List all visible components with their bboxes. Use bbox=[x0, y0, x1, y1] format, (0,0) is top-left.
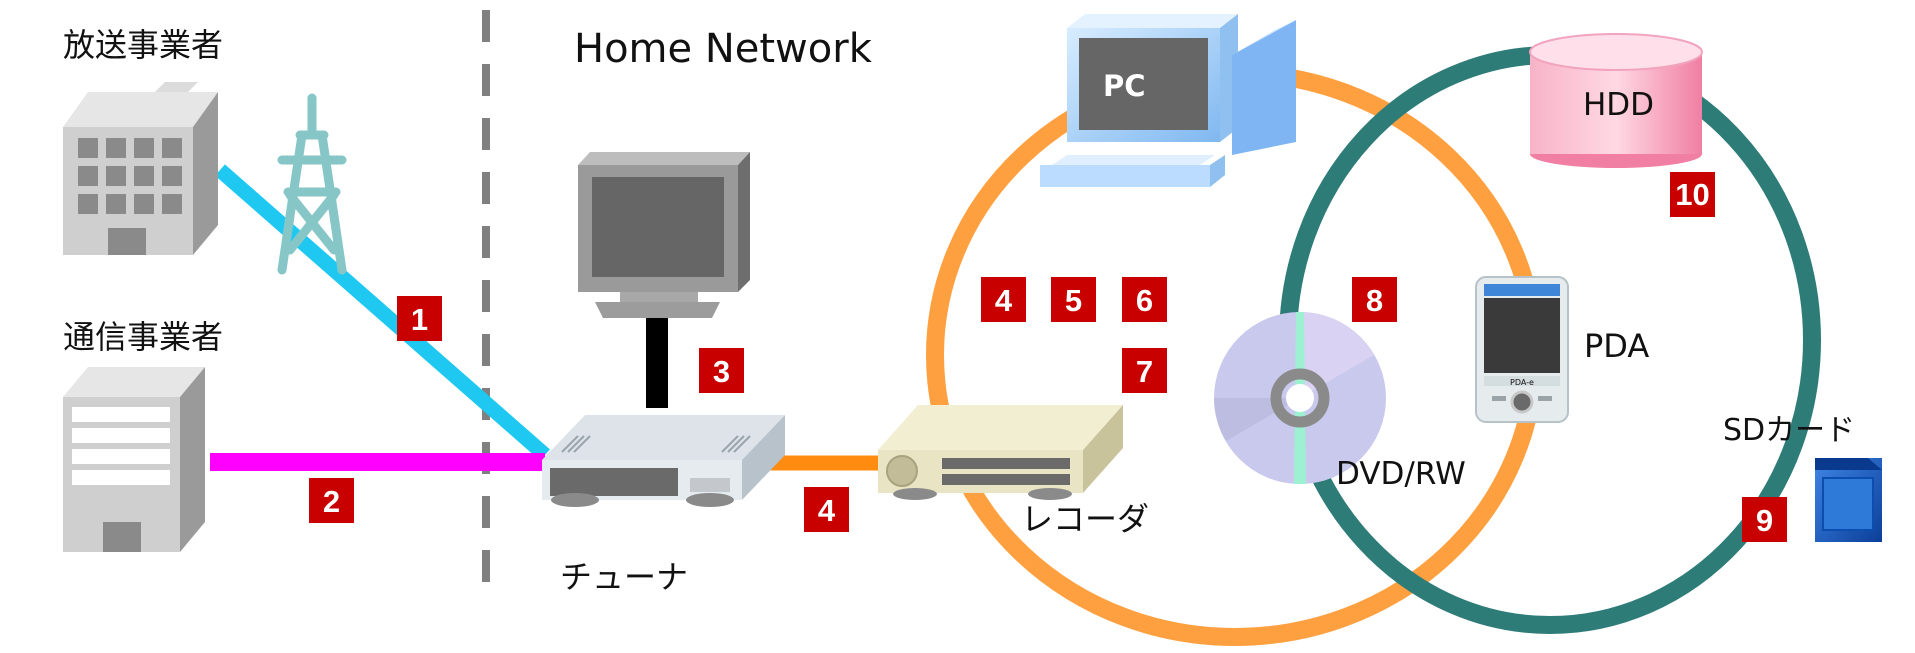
sd-card-label: SDカード bbox=[1723, 413, 1855, 448]
marker-4-ring: 4 bbox=[981, 277, 1026, 322]
telecom-building-icon bbox=[63, 367, 205, 552]
sd-card-icon bbox=[1815, 458, 1882, 542]
svg-text:5: 5 bbox=[1065, 283, 1082, 318]
tuner-icon bbox=[542, 415, 785, 507]
svg-text:3: 3 bbox=[713, 354, 730, 389]
marker-8: 8 bbox=[1352, 277, 1397, 322]
svg-text:7: 7 bbox=[1136, 354, 1153, 389]
pda-screen-label: PDA-e bbox=[1510, 378, 1534, 387]
marker-7: 7 bbox=[1122, 348, 1167, 393]
svg-text:2: 2 bbox=[323, 484, 340, 519]
svg-text:4: 4 bbox=[818, 493, 836, 528]
broadcaster-label: 放送事業者 bbox=[63, 26, 223, 64]
marker-4-link: 4 bbox=[804, 487, 849, 532]
hdd-cylinder-icon bbox=[1529, 33, 1703, 168]
tuner-label: チューナ bbox=[560, 558, 688, 596]
broadcast-connection-line bbox=[215, 164, 550, 461]
marker-1: 1 bbox=[397, 296, 442, 341]
svg-text:6: 6 bbox=[1136, 283, 1153, 318]
home-network-label: Home Network bbox=[574, 26, 873, 72]
pc-icon bbox=[1040, 14, 1296, 187]
pda-label: PDA bbox=[1584, 327, 1649, 365]
marker-2: 2 bbox=[309, 478, 354, 523]
monitor-icon bbox=[578, 152, 750, 408]
dvd-label: DVD/RW bbox=[1336, 456, 1466, 492]
pc-label: PC bbox=[1103, 69, 1146, 103]
pda-icon: PDA-e bbox=[1475, 276, 1569, 423]
transmission-tower-icon bbox=[277, 93, 347, 275]
svg-text:9: 9 bbox=[1756, 503, 1773, 538]
svg-text:10: 10 bbox=[1675, 177, 1709, 212]
telecom-label: 通信事業者 bbox=[63, 318, 223, 356]
hdd-label: HDD bbox=[1583, 87, 1654, 123]
recorder-label: レコーダ bbox=[1021, 500, 1149, 538]
marker-9: 9 bbox=[1742, 497, 1787, 542]
marker-5: 5 bbox=[1051, 277, 1096, 322]
svg-text:4: 4 bbox=[995, 283, 1013, 318]
broadcaster-building-icon bbox=[63, 82, 218, 255]
dvd-disc-icon bbox=[1214, 312, 1386, 484]
svg-text:1: 1 bbox=[411, 302, 428, 337]
marker-6: 6 bbox=[1122, 277, 1167, 322]
recorder-icon bbox=[878, 405, 1123, 500]
marker-10: 10 bbox=[1670, 172, 1715, 217]
marker-3: 3 bbox=[699, 348, 744, 393]
svg-text:8: 8 bbox=[1366, 283, 1383, 318]
